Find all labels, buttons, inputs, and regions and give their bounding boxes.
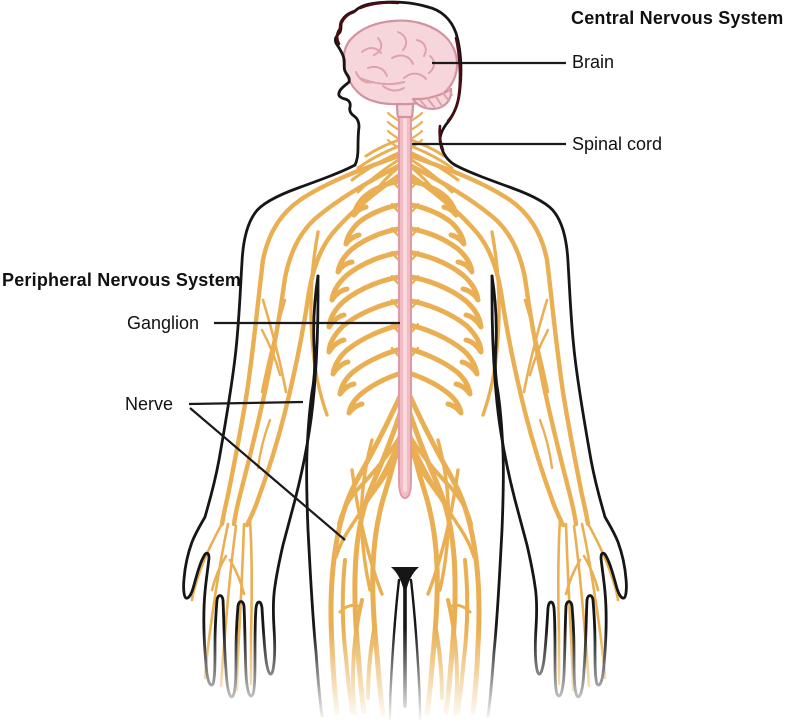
leader-lines [188,61,566,541]
arm-nerves-right [397,149,591,528]
brain-label: Brain [572,52,615,72]
nerve-leader-line-leg [189,407,346,541]
cns-title: Central Nervous System [571,8,784,28]
intercostal-nerves [326,177,484,416]
nerve-leader-line-arm [188,400,304,406]
central-nervous-system-illustration [342,19,459,500]
nerve-label: Nerve [125,394,174,414]
brain-gyri [355,31,453,109]
bottom-fade [0,628,800,723]
spinal-cord-label: Spinal cord [572,134,663,154]
pns-title: Peripheral Nervous System [2,270,242,290]
hair-strokes [335,1,462,152]
ganglion-label: Ganglion [127,313,200,333]
